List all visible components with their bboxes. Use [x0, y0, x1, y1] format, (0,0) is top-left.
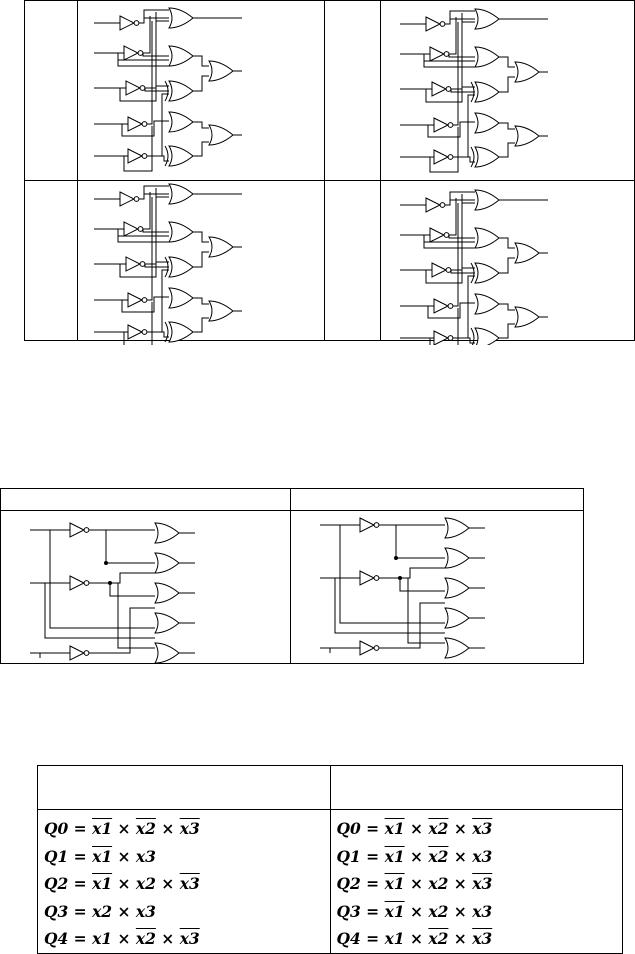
decoder-option-1: [30, 522, 195, 664]
equation-term: Q1 =: [336, 846, 385, 866]
equation-term: ×: [155, 929, 180, 948]
equation-term: ×: [448, 819, 473, 838]
equation-left-q2: Q2 = x1 × x2 × x3: [44, 870, 330, 898]
equation-term: x1: [384, 901, 405, 921]
equations-header-left: [37, 765, 331, 810]
equation-term: x2: [135, 819, 156, 838]
circuit-option-3: [94, 184, 242, 345]
equation-term: ×: [155, 819, 180, 838]
circuit-option-4: [400, 190, 548, 345]
equation-term: x3: [179, 929, 200, 948]
equation-term: x2: [428, 846, 449, 866]
equation-term: x1: [384, 819, 405, 838]
equation-term: Q4 = x1 ×: [336, 929, 429, 948]
equations-header-right: [329, 765, 623, 810]
equation-right-q4: Q4 = x1 × x2 × x3: [337, 925, 623, 953]
equation-left-q0: Q0 = x1 × x2 × x3: [44, 815, 330, 843]
equation-term: x1: [384, 874, 405, 893]
equation-term: x3: [179, 874, 200, 893]
equation-term: ×: [404, 819, 429, 838]
equation-term: ×: [112, 819, 136, 838]
equation-term: x2: [428, 819, 449, 838]
equation-term: Q3 =: [336, 901, 385, 921]
equation-term: x2: [135, 929, 156, 948]
equation-term: × x2 ×: [112, 874, 180, 893]
equation-term: x3: [472, 929, 493, 948]
equation-right-q0: Q0 = x1 × x2 × x3: [337, 815, 623, 843]
circuit-grid-middle: [0, 488, 584, 664]
equation-term: ×: [404, 846, 429, 866]
equation-term: × x3: [448, 846, 493, 866]
equation-term: Q2 =: [44, 874, 93, 893]
equation-term: x1: [92, 874, 113, 893]
equation-term: × x2 × x3: [404, 901, 493, 921]
equation-term: × x2 ×: [404, 874, 473, 893]
equation-term: Q0 =: [44, 819, 93, 838]
circuit-grid-top: [24, 0, 635, 345]
equation-term: x1: [92, 846, 113, 866]
equation-right-q2: Q2 = x1 × x2 × x3: [337, 870, 623, 898]
equation-term: Q2 =: [336, 874, 385, 893]
equation-right-q3: Q3 = x1 × x2 × x3: [337, 898, 623, 926]
equation-left-q1: Q1 = x1 × x3: [44, 843, 330, 871]
circuit-option-1: [94, 7, 242, 172]
equation-term: x3: [472, 819, 493, 838]
equation-left-q3: Q3 = x2 × x3: [44, 898, 330, 926]
equation-left-q4: Q4 = x1 × x2 × x3: [44, 925, 330, 953]
decoder-option-2: [320, 518, 485, 658]
equation-term: x1: [384, 846, 405, 866]
equation-term: Q3 = x2 × x3: [44, 901, 156, 921]
equation-term: x3: [179, 819, 200, 838]
equation-term: Q1 =: [44, 846, 93, 866]
equation-term: x2: [428, 929, 449, 948]
equation-term: × x3: [112, 846, 156, 866]
equation-term: x3: [472, 874, 493, 893]
middle-table-border: [0, 488, 584, 664]
equation-term: Q0 =: [336, 819, 385, 838]
equation-term: ×: [448, 929, 473, 948]
equation-right-q1: Q1 = x1 × x2 × x3: [337, 843, 623, 871]
top-table-border: [24, 0, 635, 341]
equation-term: Q4 = x1 ×: [44, 929, 136, 948]
circuit-option-2: [400, 9, 548, 172]
equation-term: x1: [92, 819, 113, 838]
